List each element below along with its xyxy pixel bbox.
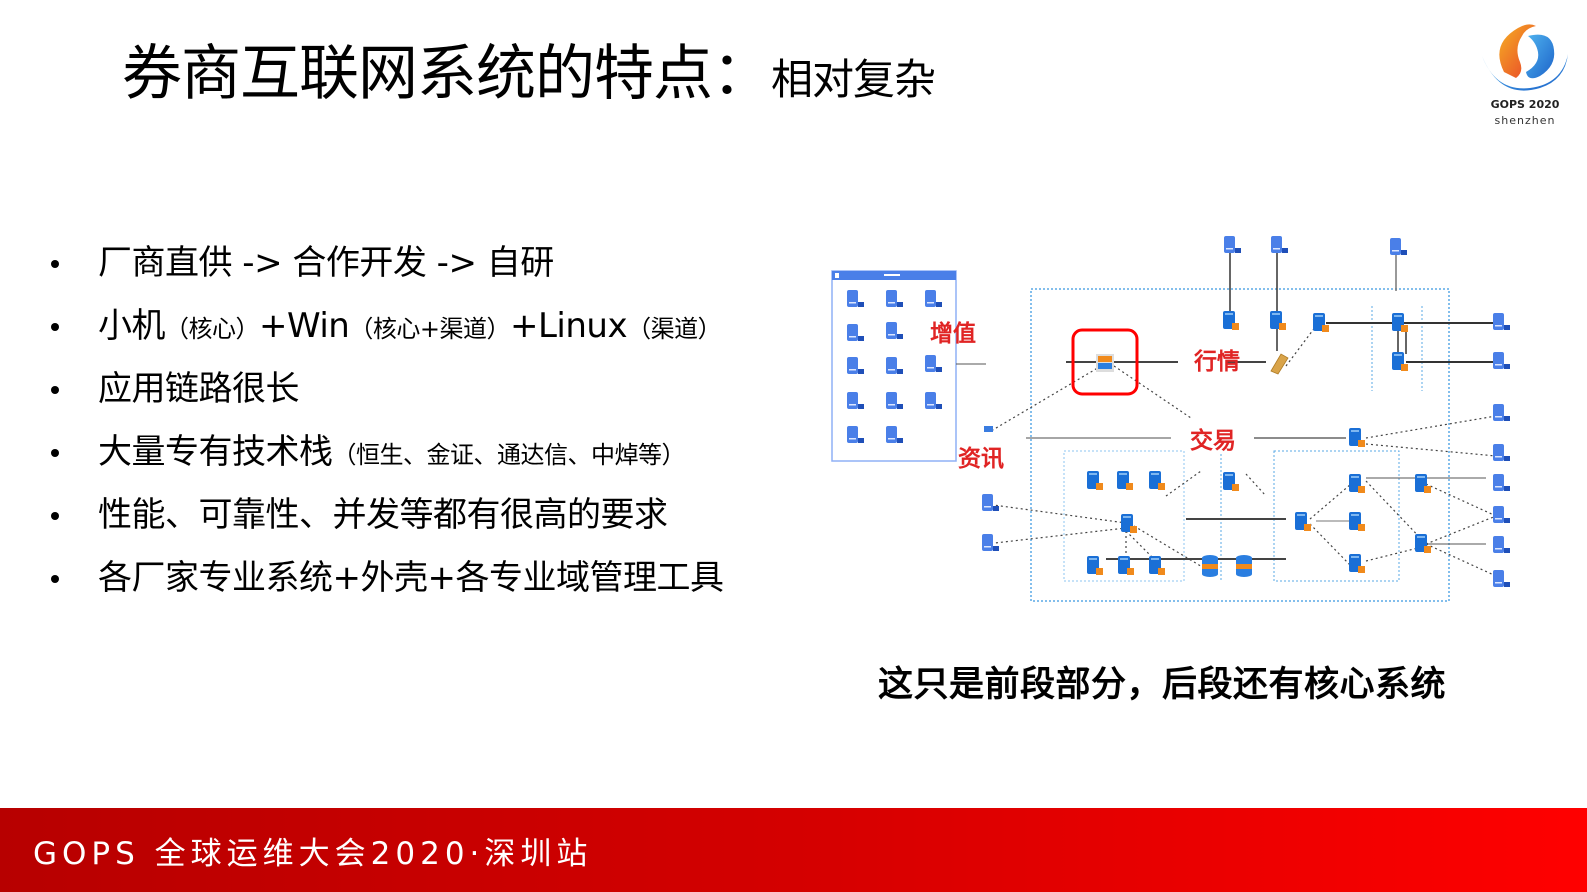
bullet-text-note: （恒生、金证、通达信、中焯等） xyxy=(332,441,686,469)
logo-caption-event: GOPS 2020 xyxy=(1490,98,1560,111)
bullet-text: 性能、可靠性、并发等都有很高的要求 xyxy=(98,495,668,535)
architecture-diagram: 增值 行情 资讯 交易 xyxy=(826,226,1566,616)
gateway-node xyxy=(1096,354,1114,372)
network-topology-image xyxy=(831,236,1510,602)
bullet-text: +Linux xyxy=(509,306,628,346)
label-trading: 交易 xyxy=(1190,428,1236,454)
bullet-item: 各厂家专业系统+外壳+各专业域管理工具 xyxy=(45,553,724,616)
bullet-text: 应用链路很长 xyxy=(98,369,300,409)
label-value-added: 增值 xyxy=(930,321,976,347)
label-market-data: 行情 xyxy=(1194,349,1240,375)
bullet-text: 小机 xyxy=(98,306,166,346)
bullet-dot-icon xyxy=(51,575,59,583)
bullet-item: 厂商直供 -> 合作开发 -> 自研 xyxy=(45,238,723,301)
bullet-dot-icon xyxy=(51,323,59,331)
bullet-text-note: （核心） xyxy=(165,315,260,343)
bullet-text: 大量专有技术栈 xyxy=(98,432,333,472)
slide-title-main: 券商互联网系统的特点： xyxy=(122,39,772,109)
feature-bullet-list: 厂商直供 -> 合作开发 -> 自研 小机（核心）+Win（核心+渠道）+Lin… xyxy=(45,238,724,616)
value-added-panel xyxy=(831,270,957,462)
bullet-item: 大量专有技术栈（恒生、金证、通达信、中焯等） xyxy=(45,427,723,490)
logo-caption-city: shenzhen xyxy=(1494,114,1556,127)
bullet-dot-icon xyxy=(51,260,59,268)
bullet-text-note: （渠道） xyxy=(627,315,722,343)
bullet-text-note: （核心+渠道） xyxy=(349,315,510,343)
diagram-note: 这只是前段部分，后段还有核心系统 xyxy=(878,665,1447,705)
highlight-box xyxy=(1071,328,1139,396)
footer-text: GOPS 全球运维大会2020·深圳站 xyxy=(33,836,593,872)
bullet-item: 小机（核心）+Win（核心+渠道）+Linux（渠道） xyxy=(45,301,723,364)
slide-title-sub: 相对复杂 xyxy=(771,55,936,104)
bullet-text: +Win xyxy=(259,306,350,346)
bullet-dot-icon xyxy=(51,512,59,520)
bullet-item: 性能、可靠性、并发等都有很高的要求 xyxy=(45,490,723,553)
footer-bar: GOPS 全球运维大会2020·深圳站 xyxy=(0,808,1587,892)
gops-flame-logo-icon xyxy=(1482,24,1568,95)
bullet-dot-icon xyxy=(51,386,59,394)
bullet-item: 应用链路很长 xyxy=(45,364,723,427)
label-information: 资讯 xyxy=(958,446,1004,472)
gops-logo: GOPS 2020 shenzhen xyxy=(1470,14,1580,130)
bullet-text: 厂商直供 -> 合作开发 -> 自研 xyxy=(98,243,554,283)
slide-title: 券商互联网系统的特点：相对复杂 xyxy=(122,44,936,104)
bullet-text: 各厂家专业系统+外壳+各专业域管理工具 xyxy=(98,558,724,598)
bullet-dot-icon xyxy=(51,449,59,457)
